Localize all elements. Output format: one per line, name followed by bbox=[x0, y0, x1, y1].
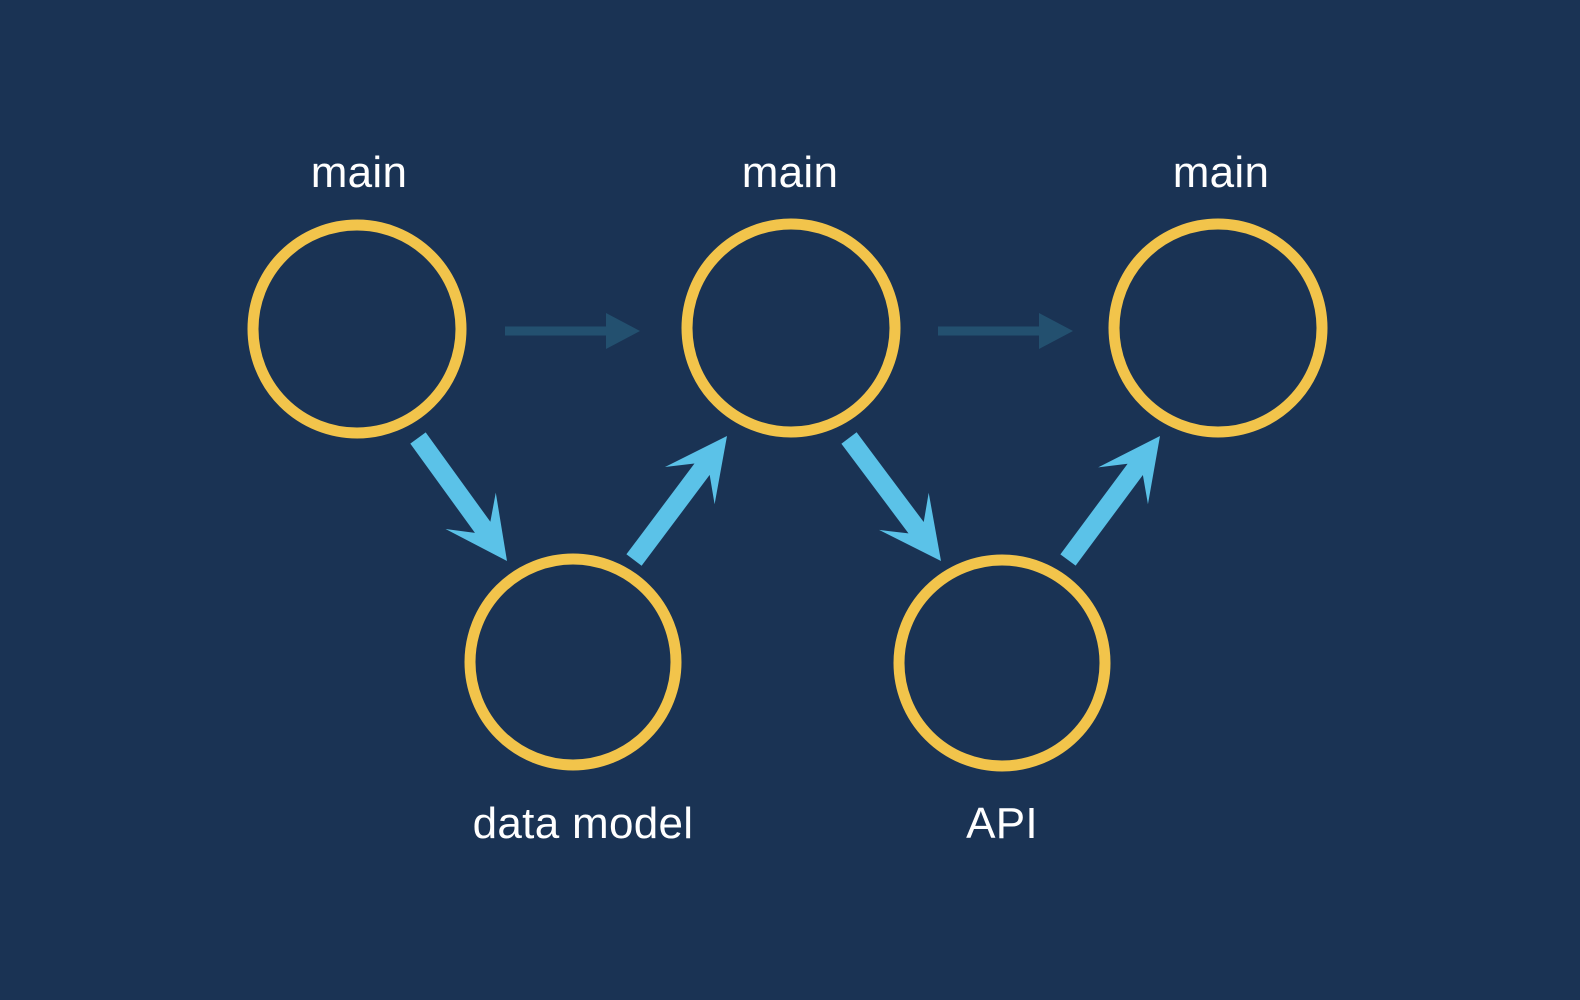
node-circle-api[interactable] bbox=[893, 554, 1111, 772]
arrow-main1-to-main2 bbox=[505, 313, 640, 349]
node-layer bbox=[247, 218, 1328, 772]
node-circle-main-2[interactable] bbox=[681, 218, 901, 438]
arrow-main2-to-api bbox=[841, 432, 941, 561]
node-label-data-model: data model bbox=[473, 799, 694, 848]
node-label-api: API bbox=[966, 799, 1038, 848]
label-layer: main main main data model API bbox=[311, 148, 1270, 848]
node-circle-data-model[interactable] bbox=[464, 553, 682, 771]
node-circle-main-3[interactable] bbox=[1108, 218, 1328, 438]
arrow-main2-to-main3 bbox=[938, 313, 1073, 349]
node-label-main-2: main bbox=[742, 148, 839, 197]
edge-layer bbox=[410, 313, 1160, 566]
arrow-data-model-to-main2 bbox=[626, 436, 727, 566]
arrow-api-to-main3 bbox=[1060, 436, 1160, 566]
arrow-main1-to-data-model bbox=[410, 432, 507, 561]
node-label-main-3: main bbox=[1173, 148, 1270, 197]
node-circle-main-1[interactable] bbox=[247, 219, 467, 439]
node-label-main-1: main bbox=[311, 148, 408, 197]
